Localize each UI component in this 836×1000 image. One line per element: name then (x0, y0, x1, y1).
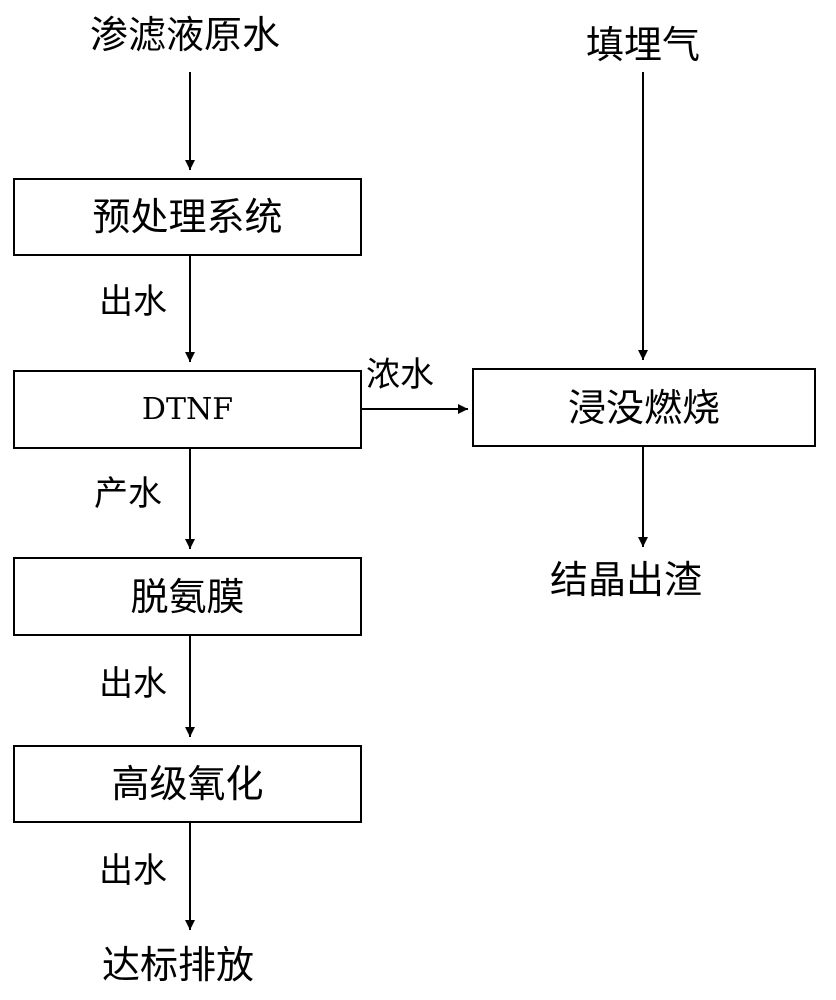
node-deammonia: 脱氨膜 (13, 557, 362, 636)
edge-dtnf-product: 产水 (94, 474, 162, 514)
node-pretreat: 预处理系统 (13, 178, 362, 256)
node-combustion: 浸没燃烧 (472, 368, 816, 447)
edge-concentrate: 浓水 (366, 355, 434, 395)
edge-pretreat-out: 出水 (99, 282, 167, 322)
node-deammonia-label: 脱氨膜 (130, 574, 245, 619)
node-discharge: 达标排放 (102, 943, 255, 987)
node-oxidation: 高级氧化 (13, 745, 362, 823)
node-leachate: 渗滤液原水 (90, 13, 281, 57)
edge-oxidation-out: 出水 (99, 851, 167, 891)
node-pretreat-label: 预处理系统 (92, 195, 283, 239)
node-oxidation-label: 高级氧化 (111, 762, 264, 806)
edge-deammonia-out: 出水 (99, 664, 167, 704)
node-residue: 结晶出渣 (550, 558, 703, 602)
node-landfill-gas: 填埋气 (586, 23, 701, 67)
node-dtnf: DTNF (13, 370, 362, 449)
node-dtnf-label: DTNF (141, 391, 234, 427)
node-combustion-label: 浸没燃烧 (567, 385, 720, 430)
